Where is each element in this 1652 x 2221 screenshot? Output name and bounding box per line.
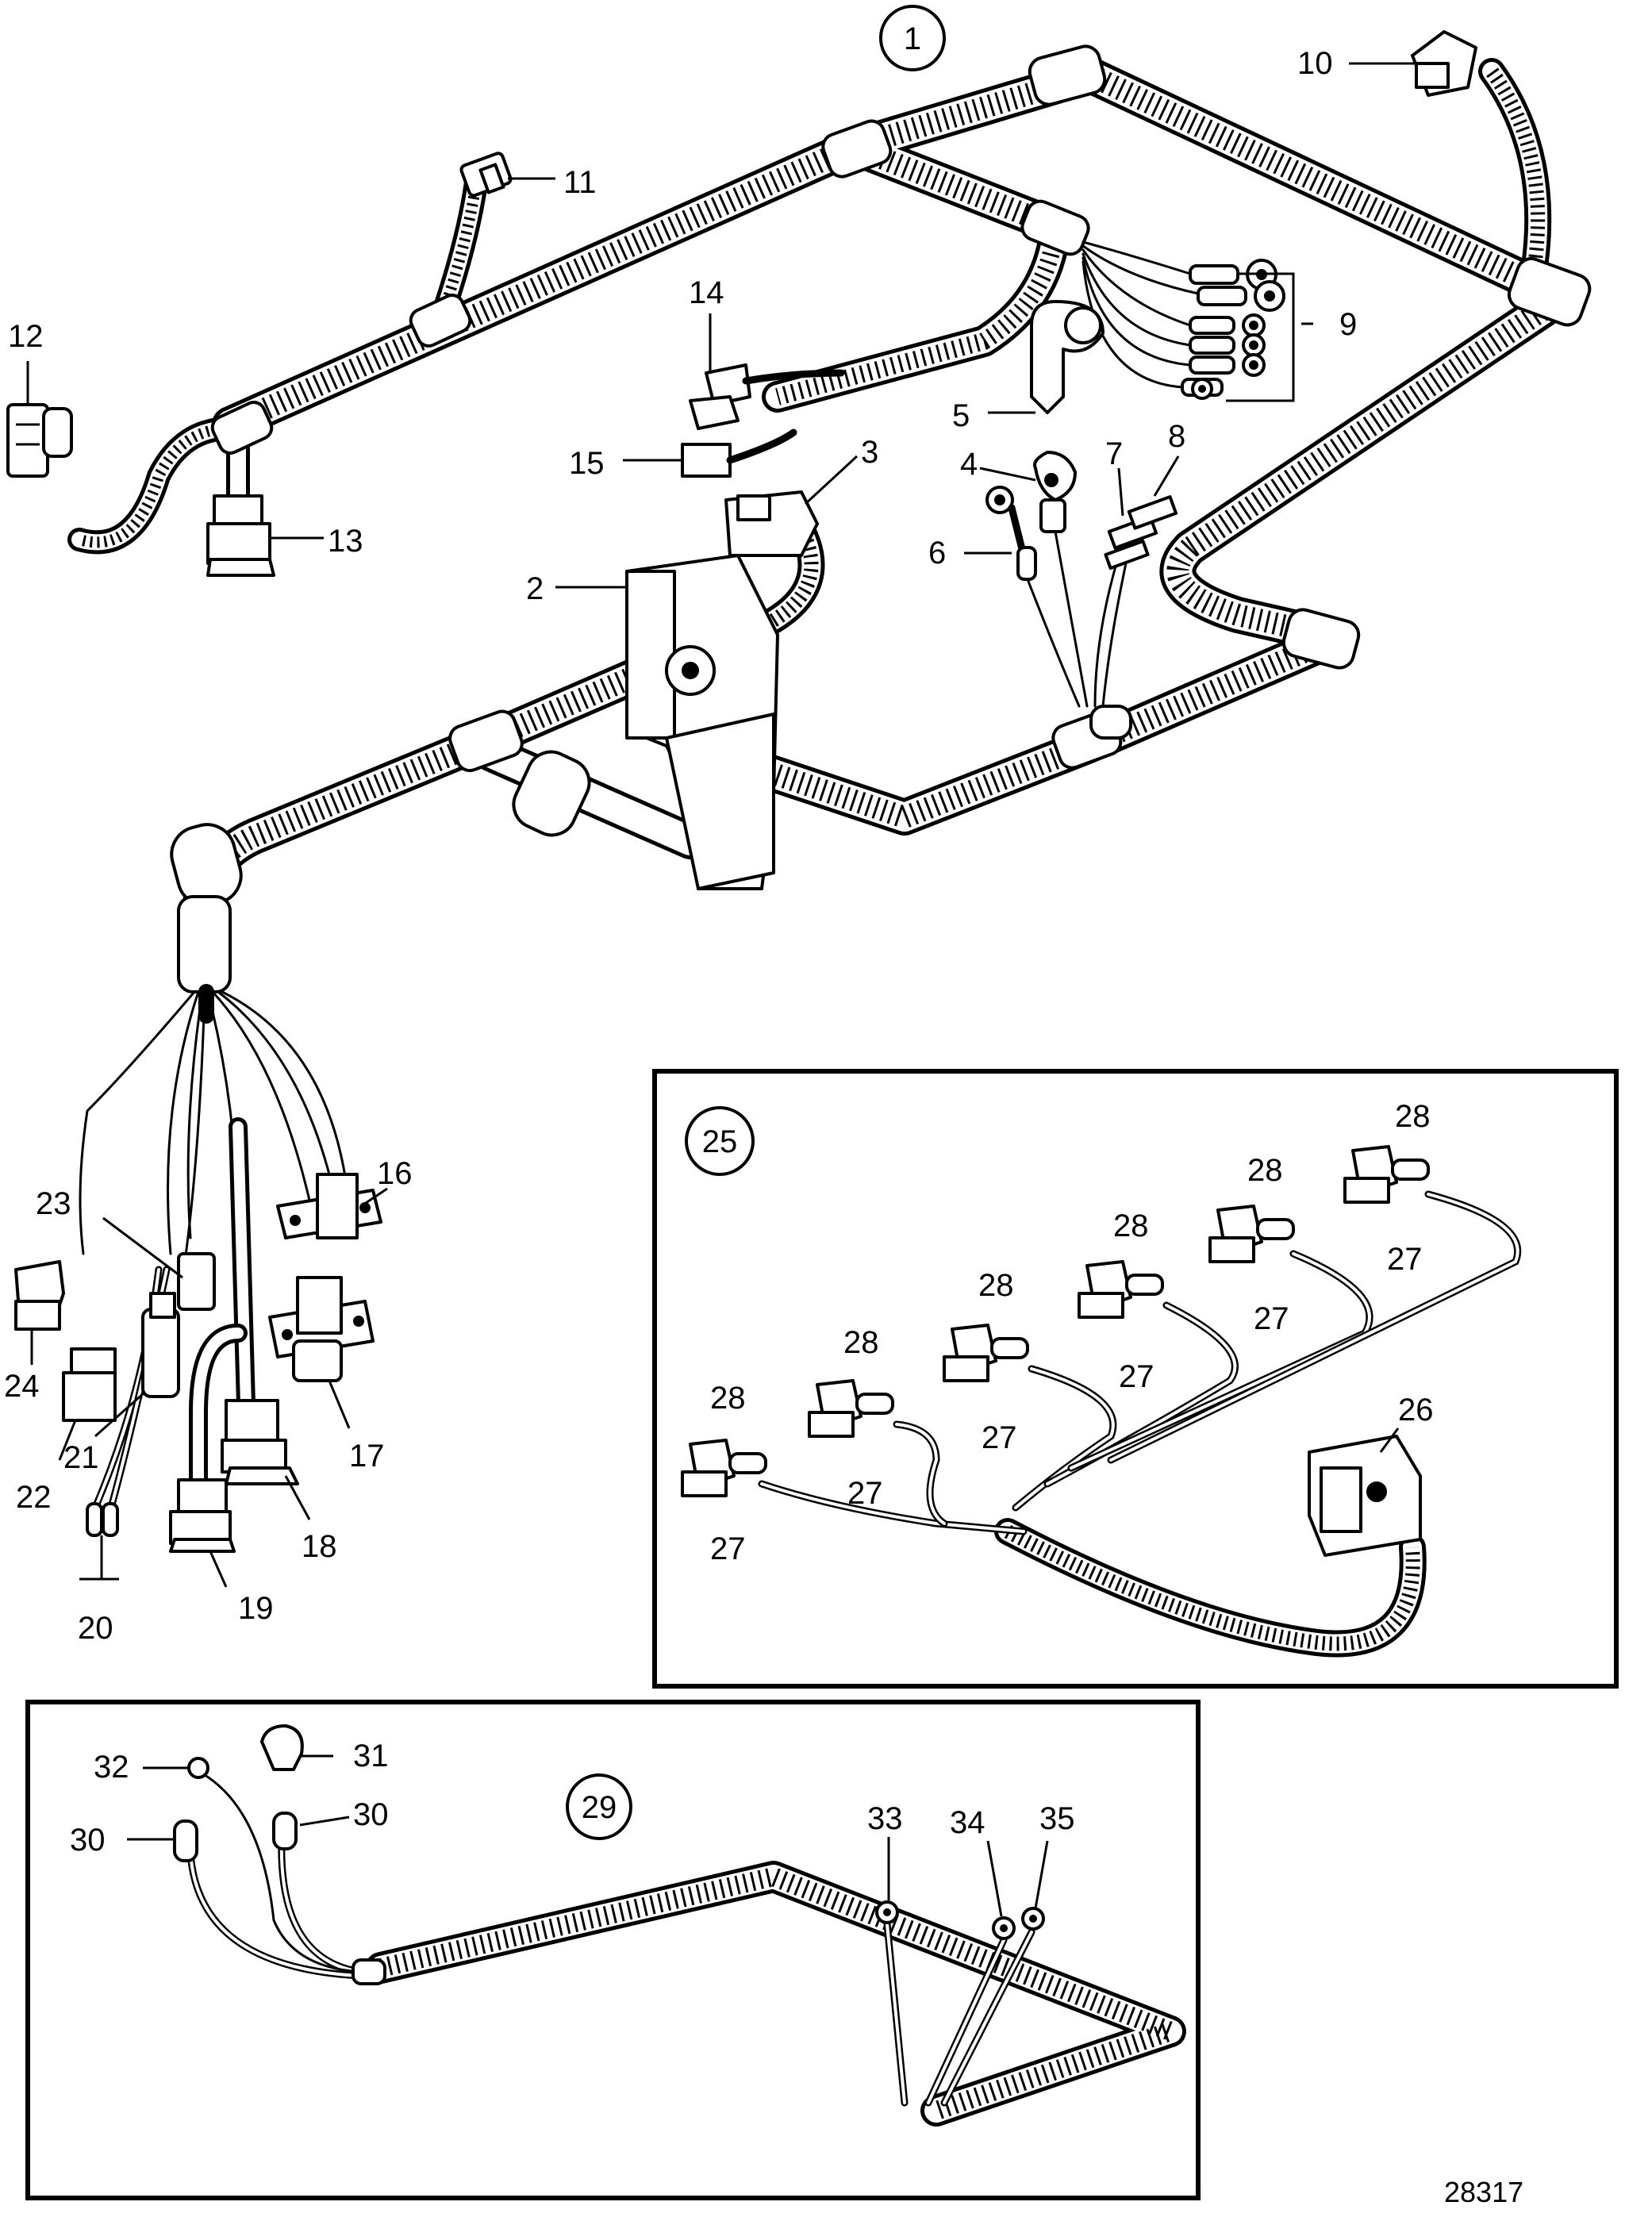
- label-28-4: 28: [1113, 1208, 1149, 1243]
- connector-14-15: [681, 363, 845, 478]
- label-35: 35: [1039, 1801, 1075, 1836]
- part-labels: 10 11 12 13 14 15 3 5 4 6 7 8 9 2 16 17 …: [4, 46, 1523, 2208]
- label-4: 4: [960, 447, 978, 482]
- label-20: 20: [78, 1611, 113, 1646]
- label-18: 18: [302, 1529, 337, 1564]
- bottom-wire-bundle: [79, 984, 351, 1512]
- label-12: 12: [8, 319, 44, 354]
- label-19: 19: [238, 1591, 274, 1626]
- label-24: 24: [4, 1369, 40, 1404]
- drawing-number: 28317: [1444, 2176, 1523, 2208]
- callout-circle-29: 29: [566, 1773, 632, 1840]
- callout-circle-1: 1: [879, 5, 946, 71]
- label-9: 9: [1339, 307, 1357, 342]
- label-27-2: 27: [847, 1476, 883, 1511]
- inset-25-frame: [652, 1069, 1619, 1689]
- connector-10: [1411, 30, 1477, 97]
- connector-11: [459, 152, 513, 198]
- label-21: 21: [63, 1440, 99, 1475]
- label-2: 2: [526, 571, 544, 606]
- callout-circle-25: 25: [685, 1106, 755, 1176]
- svg-text:25: 25: [702, 1124, 738, 1159]
- label-6: 6: [928, 536, 946, 571]
- label-27-3: 27: [982, 1420, 1017, 1455]
- label-11: 11: [563, 165, 597, 200]
- label-8: 8: [1168, 419, 1185, 454]
- junction-sleeves: [170, 44, 1592, 993]
- inset-25-harness: [681, 1145, 1522, 1658]
- label-14: 14: [689, 275, 724, 310]
- label-7: 7: [1105, 436, 1123, 471]
- label-28-2: 28: [843, 1325, 879, 1360]
- label-27-1: 27: [710, 1531, 746, 1566]
- connector-12: [6, 403, 73, 478]
- label-22: 22: [16, 1480, 52, 1515]
- connector-13: [206, 494, 275, 577]
- label-32: 32: [94, 1750, 129, 1785]
- svg-text:1: 1: [904, 21, 921, 56]
- label-10: 10: [1297, 46, 1333, 81]
- svg-text:29: 29: [582, 1790, 617, 1825]
- connector-3: [724, 490, 819, 557]
- label-17: 17: [349, 1439, 385, 1474]
- label-13: 13: [328, 524, 363, 559]
- label-30-right: 30: [353, 1797, 389, 1832]
- label-28-3: 28: [978, 1268, 1014, 1303]
- label-15: 15: [569, 446, 605, 481]
- leader-lines: [26, 62, 1416, 1917]
- label-28-5: 28: [1247, 1153, 1283, 1188]
- main-harness: [6, 30, 1592, 1553]
- inset-29-frame: [25, 1700, 1201, 2200]
- control-unit: [625, 554, 779, 890]
- label-5: 5: [952, 398, 970, 433]
- label-33: 33: [867, 1801, 903, 1836]
- label-34: 34: [950, 1805, 985, 1840]
- label-28-6: 28: [1395, 1099, 1431, 1134]
- bottom-connectors: [14, 1173, 382, 1553]
- ring-terminals-9: [1081, 240, 1295, 402]
- label-16: 16: [377, 1156, 413, 1191]
- label-3: 3: [861, 435, 878, 470]
- label-27-5: 27: [1254, 1301, 1289, 1336]
- label-26: 26: [1398, 1393, 1434, 1428]
- label-28-1: 28: [710, 1381, 746, 1416]
- label-27-4: 27: [1119, 1359, 1154, 1394]
- label-31: 31: [353, 1739, 389, 1773]
- label-30-left: 30: [70, 1823, 106, 1858]
- small-parts-4-8: [985, 300, 1178, 740]
- label-27-6: 27: [1387, 1242, 1423, 1277]
- inset-29-harness: [173, 1724, 1199, 2127]
- label-23: 23: [36, 1186, 71, 1221]
